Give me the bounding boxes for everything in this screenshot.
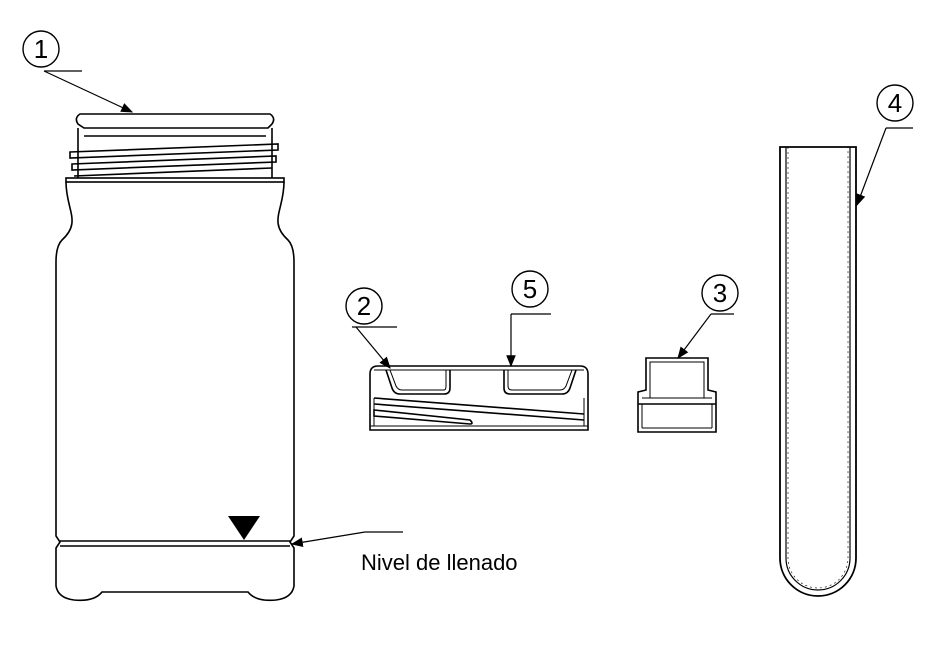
cap [369,365,589,431]
svg-text:3: 3 [713,278,727,308]
svg-text:1: 1 [34,34,48,64]
fill-level-marker-icon [228,516,260,540]
test-tube [779,146,857,597]
callout-3: 3 [677,274,739,359]
fill-level-label: Nivel de llenado [361,550,518,575]
callout-2: 2 [345,287,397,369]
svg-text:4: 4 [888,88,902,118]
fill-level-leader [290,531,403,547]
svg-text:5: 5 [523,274,537,304]
plug [637,357,717,433]
callout-5: 5 [506,270,551,368]
callout-1: 1 [22,30,134,113]
callout-4: 4 [856,84,914,207]
bottle [55,113,295,602]
svg-text:2: 2 [357,291,371,321]
